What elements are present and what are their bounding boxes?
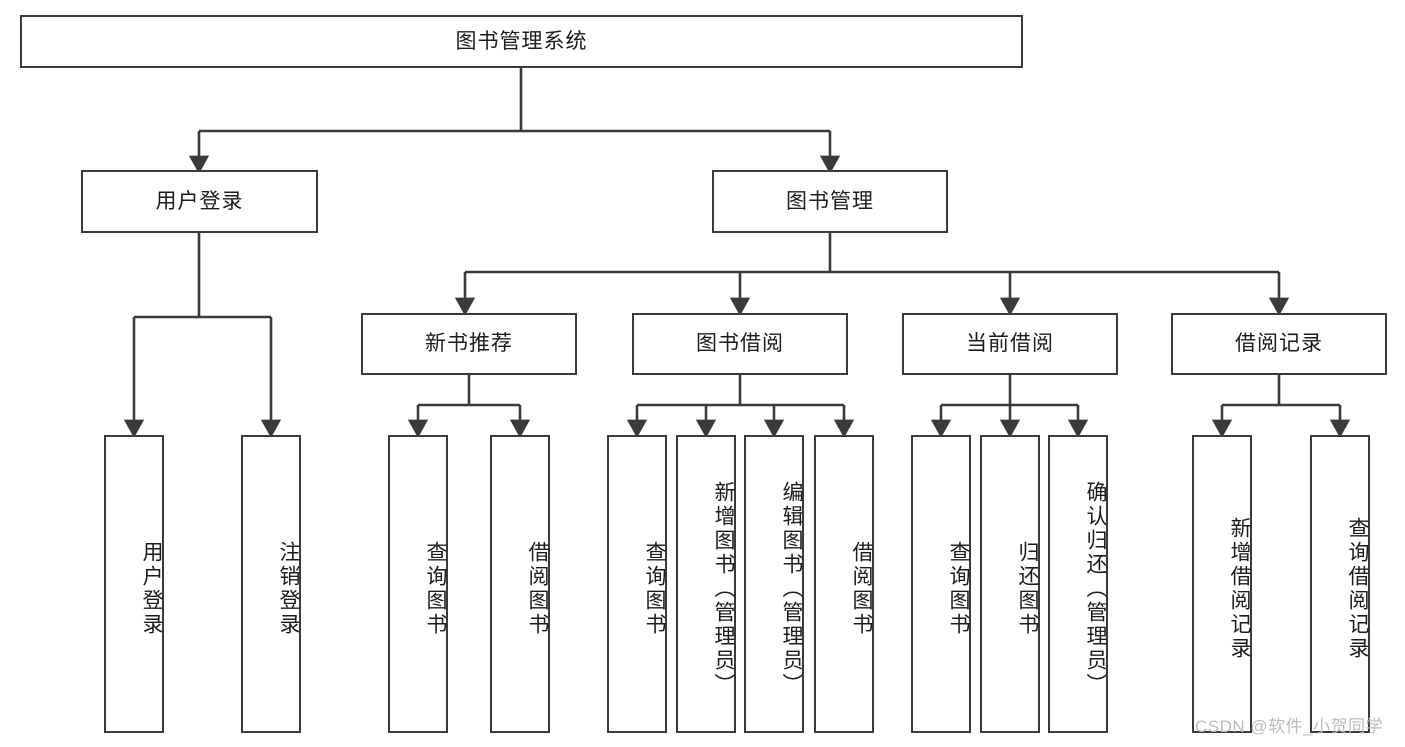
edge-group-user-login (123, 233, 282, 438)
node-current-borrow-label: 当前借阅 (966, 332, 1054, 356)
node-borrow-record-label: 借阅记录 (1235, 332, 1323, 356)
node-book-manage[interactable]: 图书管理 (712, 170, 948, 233)
edge-group-borrow-record (1211, 375, 1351, 438)
leaf-query-book-1[interactable]: 查询图书 (388, 435, 448, 733)
leaf-edit-book-label: 编辑图书（管理员） (780, 481, 803, 697)
leaf-logout[interactable]: 注销登录 (241, 435, 301, 733)
node-book-borrow-label: 图书借阅 (696, 332, 784, 356)
leaf-add-record[interactable]: 新增借阅记录 (1192, 435, 1252, 733)
leaf-user-login-label: 用户登录 (140, 541, 163, 637)
leaf-logout-label: 注销登录 (277, 541, 300, 637)
node-root[interactable]: 图书管理系统 (20, 15, 1023, 68)
leaf-borrow-book-2[interactable]: 借阅图书 (814, 435, 874, 733)
edge-group-current-borrow (930, 375, 1089, 438)
leaf-add-book[interactable]: 新增图书（管理员） (676, 435, 736, 733)
leaf-confirm-return-label: 确认归还（管理员） (1084, 481, 1107, 697)
node-current-borrow[interactable]: 当前借阅 (902, 313, 1118, 375)
node-user-login[interactable]: 用户登录 (81, 170, 318, 233)
leaf-query-book-3[interactable]: 查询图书 (911, 435, 971, 733)
leaf-query-book-3-label: 查询图书 (947, 541, 970, 637)
edge-group-book-manage (454, 233, 1290, 316)
watermark: CSDN @软件_小贺同学 (1195, 717, 1384, 736)
node-new-book-recommend-label: 新书推荐 (425, 332, 513, 356)
edge-group-book-borrow (626, 375, 855, 438)
edge-group-root (188, 68, 841, 174)
leaf-return-book[interactable]: 归还图书 (980, 435, 1040, 733)
node-book-manage-label: 图书管理 (786, 189, 874, 213)
leaf-add-book-label: 新增图书（管理员） (712, 481, 735, 697)
leaf-query-book-2-label: 查询图书 (643, 541, 666, 637)
node-user-login-label: 用户登录 (155, 189, 244, 213)
leaf-query-book-1-label: 查询图书 (424, 541, 447, 637)
leaf-borrow-book-1[interactable]: 借阅图书 (490, 435, 550, 733)
leaf-user-login[interactable]: 用户登录 (104, 435, 164, 733)
node-book-borrow[interactable]: 图书借阅 (632, 313, 848, 375)
leaf-return-book-label: 归还图书 (1016, 541, 1039, 637)
node-borrow-record[interactable]: 借阅记录 (1171, 313, 1387, 375)
edge-group-new-book-recommend (407, 375, 531, 438)
leaf-confirm-return[interactable]: 确认归还（管理员） (1048, 435, 1108, 733)
leaf-borrow-book-1-label: 借阅图书 (526, 541, 549, 637)
leaf-query-record-label: 查询借阅记录 (1346, 517, 1369, 661)
node-root-label: 图书管理系统 (455, 29, 588, 53)
leaf-borrow-book-2-label: 借阅图书 (850, 541, 873, 637)
leaf-edit-book[interactable]: 编辑图书（管理员） (744, 435, 804, 733)
node-new-book-recommend[interactable]: 新书推荐 (361, 313, 577, 375)
leaf-query-record[interactable]: 查询借阅记录 (1310, 435, 1370, 733)
leaf-query-book-2[interactable]: 查询图书 (607, 435, 667, 733)
leaf-add-record-label: 新增借阅记录 (1228, 517, 1251, 661)
